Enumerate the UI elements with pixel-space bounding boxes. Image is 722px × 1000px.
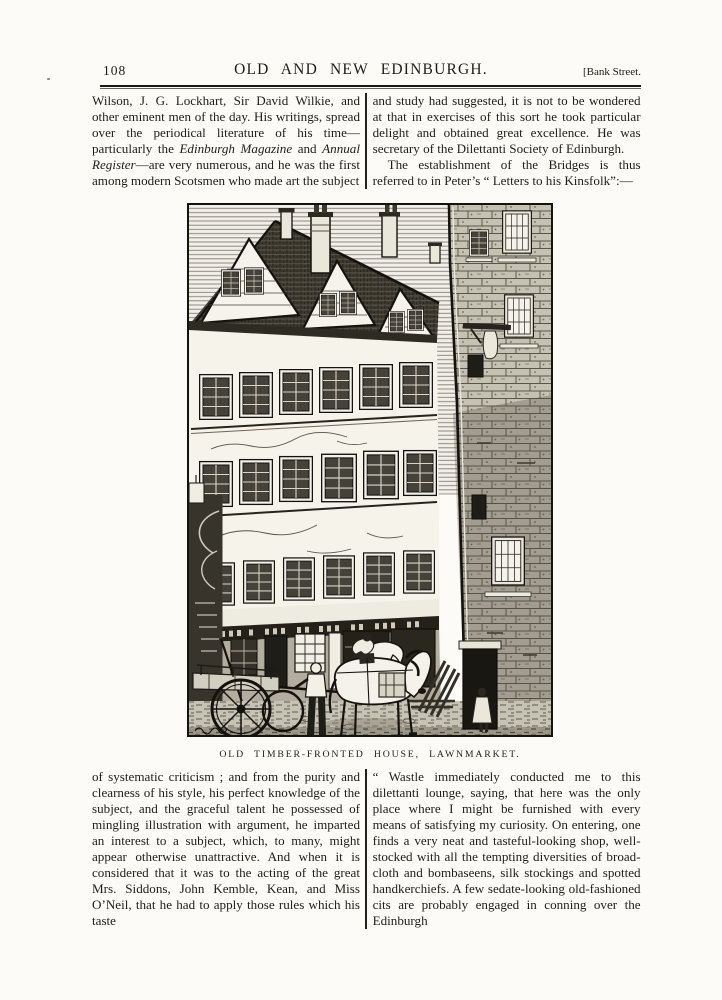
engraving-figure: OLD TIMBER-FRONTED HOUSE, LAWNMARKET.	[187, 203, 553, 760]
chimneys	[278, 205, 442, 274]
section-note: [Bank Street.	[582, 66, 641, 78]
child-figure	[471, 687, 493, 732]
carter-figure	[294, 662, 328, 735]
illustration-caption: OLD TIMBER-FRONTED HOUSE, LAWNMARKET.	[219, 749, 521, 760]
illegible-sign-letters	[221, 621, 419, 637]
top-text-block: Wilson, J. G. Lockhart, Sir David Wilkie…	[92, 93, 641, 189]
engraver-signature-mark	[194, 727, 228, 735]
bottom-text-block: of systematic criticism ; and from the p…	[92, 769, 641, 929]
paragraph: and study had suggested, it is not to be…	[372, 93, 641, 156]
header-rule	[100, 85, 641, 90]
engraving-old-timber-fronted-house	[187, 203, 553, 740]
page-number: 108	[103, 63, 127, 78]
tenement-slit-window	[467, 354, 484, 378]
running-title: OLD AND NEW EDINBURGH.	[234, 61, 488, 78]
bottom-left-column: of systematic criticism ; and from the p…	[92, 769, 360, 928]
cart	[192, 664, 340, 740]
engraving-border	[187, 203, 553, 737]
top-left-column: Wilson, J. G. Lockhart, Sir David Wilkie…	[92, 93, 360, 188]
horse	[328, 649, 432, 739]
beam-bracket	[462, 322, 511, 360]
timber-stack	[378, 660, 461, 718]
scan-speck	[47, 78, 50, 80]
tenement-window	[484, 536, 532, 597]
stone-tenement	[447, 204, 552, 732]
tenement-window	[497, 210, 537, 263]
tenement-window	[499, 294, 539, 349]
top-right-column: and study had suggested, it is not to be…	[373, 93, 641, 189]
gables	[199, 236, 438, 341]
column-divider	[365, 93, 367, 189]
paragraph: The establishment of the Bridges is thus…	[372, 156, 641, 188]
tenement-slit-window	[471, 494, 487, 520]
tenement-window	[465, 229, 493, 262]
bottom-right-column: “ Wastle immediately conducted me to thi…	[372, 769, 641, 928]
column-divider	[365, 769, 367, 929]
